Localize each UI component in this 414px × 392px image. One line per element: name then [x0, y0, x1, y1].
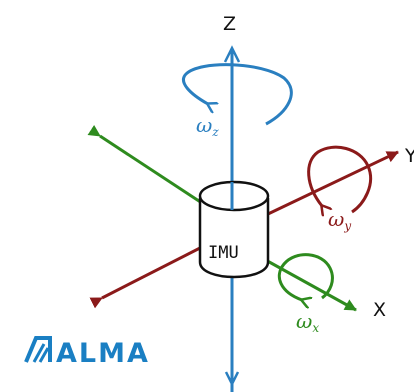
x-axis	[87, 124, 357, 312]
omega-z-rotation-arrow	[182, 63, 293, 126]
imu-label: IMU	[208, 243, 239, 263]
alma-logo: ALMA	[24, 336, 150, 369]
y-axis	[89, 150, 399, 309]
omega-x-label: ωx	[296, 309, 319, 335]
y-axis-label: Y	[404, 145, 414, 167]
omega-y-label: ωy	[328, 207, 351, 233]
omega-z-label: ωz	[196, 113, 219, 139]
omega-y-rotation-arrow	[307, 145, 373, 212]
omega-x-rotation-arrow	[278, 253, 334, 300]
alma-logo-icon	[24, 336, 52, 363]
z-axis-label: Z	[223, 13, 236, 35]
x-axis-label: X	[373, 299, 386, 321]
imu-sensor	[198, 180, 270, 279]
alma-logo-text: ALMA	[56, 338, 150, 369]
